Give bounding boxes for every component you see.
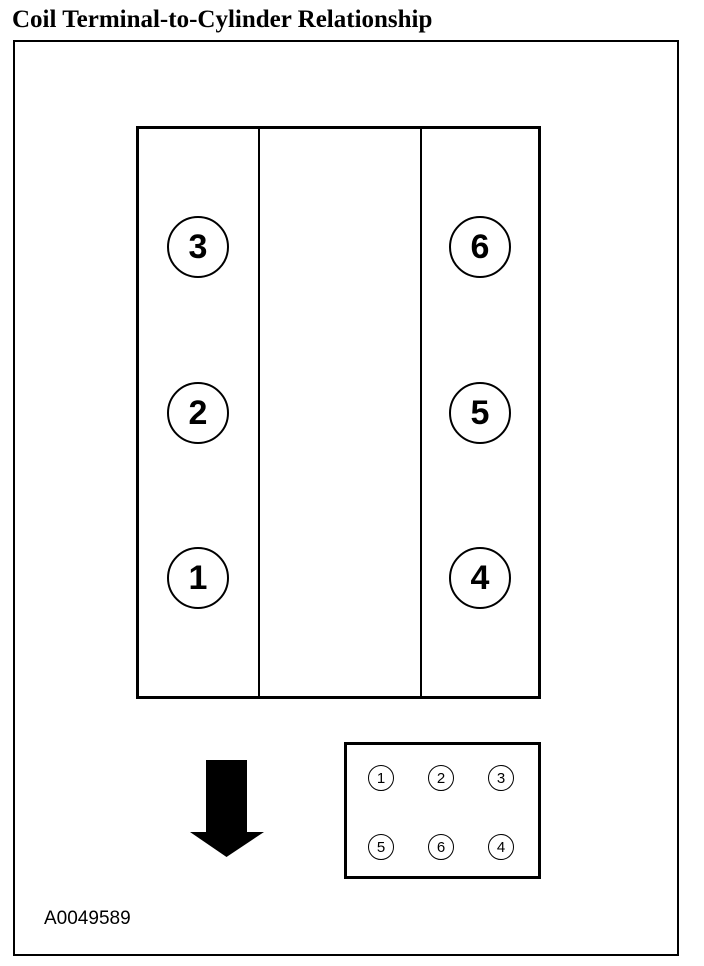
cylinder-circle: 6 [449, 216, 511, 278]
coil-terminal: 1 [368, 765, 394, 791]
cylinder-circle: 3 [167, 216, 229, 278]
left-bank: 3 2 1 [139, 129, 260, 696]
engine-block: 3 2 1 6 5 4 [136, 126, 541, 699]
right-bank: 6 5 4 [420, 129, 538, 696]
cylinder-circle: 1 [167, 547, 229, 609]
coil-terminal: 4 [488, 834, 514, 860]
cylinder-circle: 5 [449, 382, 511, 444]
coil-terminal: 5 [368, 834, 394, 860]
figure-id: A0049589 [44, 908, 131, 929]
front-arrow-shape [190, 760, 264, 857]
cylinder-circle: 4 [449, 547, 511, 609]
page-title: Coil Terminal-to-Cylinder Relationship [12, 6, 433, 33]
coil-terminal: 6 [428, 834, 454, 860]
coil-terminal: 3 [488, 765, 514, 791]
diagram-frame [13, 40, 679, 956]
coil-pack: 1 2 3 5 6 4 [344, 742, 541, 879]
engine-valley [260, 129, 420, 696]
coil-terminal: 2 [428, 765, 454, 791]
arrow-down-icon [190, 760, 264, 857]
cylinder-circle: 2 [167, 382, 229, 444]
